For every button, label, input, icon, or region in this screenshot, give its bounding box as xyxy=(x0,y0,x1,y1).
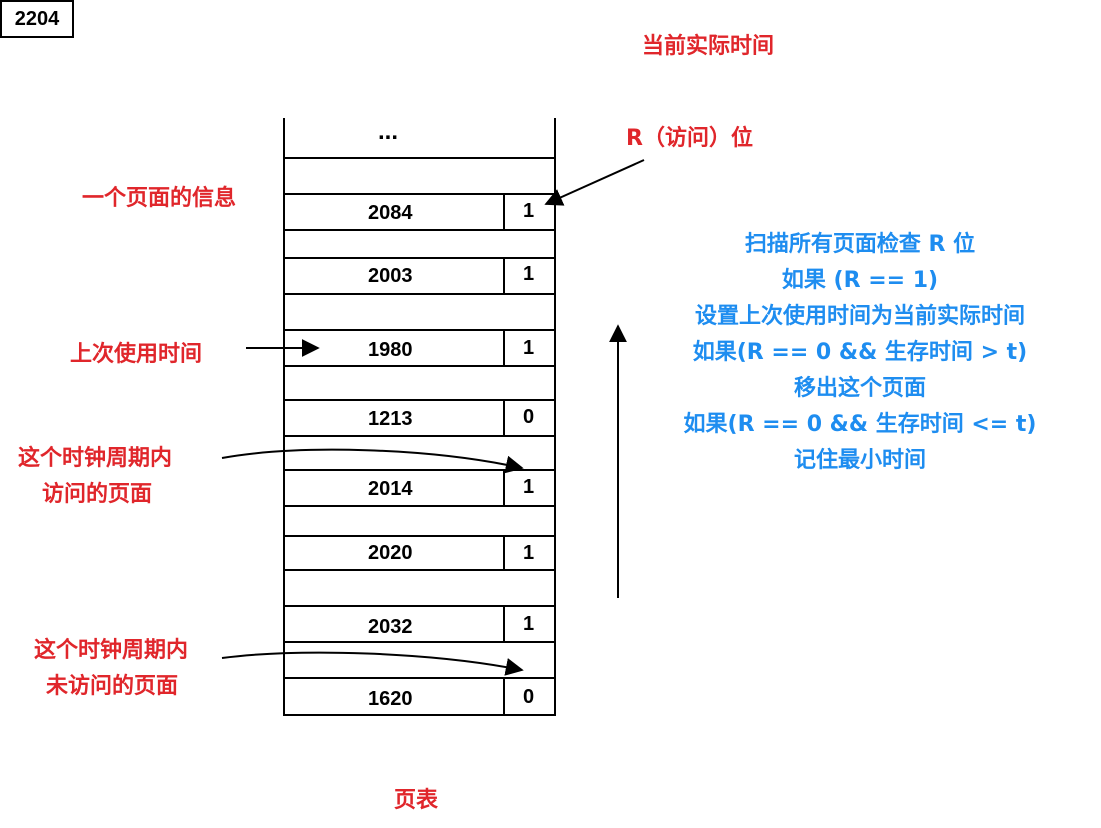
entry-time: 1213 xyxy=(368,408,413,430)
current-time-label: 当前实际时间 xyxy=(642,34,775,59)
table-top-ellipsis: ... xyxy=(378,118,399,145)
algo-line-if-r0-le: 如果(R == 0 && 生存时间 <= t) xyxy=(683,412,1037,437)
entry-time: 1980 xyxy=(368,339,413,361)
r-bit-label: R（访问）位 xyxy=(626,126,753,151)
entry-time: 2020 xyxy=(368,542,413,564)
algo-line-if-r1: 如果 (R == 1) xyxy=(781,268,939,293)
algo-line-evict: 移出这个页面 xyxy=(793,376,926,401)
entry-r-bit: 1 xyxy=(523,200,535,222)
last-use-time-label: 上次使用时间 xyxy=(70,342,203,367)
entry-time: 1620 xyxy=(368,688,413,710)
unvisited-pages-label-line1: 这个时钟周期内 xyxy=(34,638,189,663)
entry-r-bit: 1 xyxy=(523,542,535,564)
entry-r-bit: 1 xyxy=(523,263,535,285)
entry-time: 2032 xyxy=(368,616,413,638)
algo-line-remember-min: 记住最小时间 xyxy=(793,448,926,473)
algo-line-if-r0-gt: 如果(R == 0 && 生存时间 > t) xyxy=(692,340,1028,365)
r-bit-arrow xyxy=(544,159,645,206)
table-row-lines xyxy=(284,157,555,716)
visited-pages-label-line1: 这个时钟周期内 xyxy=(18,446,173,471)
entry-r-bit: 1 xyxy=(523,613,535,635)
algo-line-set-time: 设置上次使用时间为当前实际时间 xyxy=(694,304,1025,329)
current-time-value: 2204 xyxy=(0,0,74,38)
unvisited-page-arrow xyxy=(221,651,524,676)
entry-r-bit: 1 xyxy=(523,476,535,498)
entry-time: 2084 xyxy=(368,202,413,224)
entry-r-bit: 1 xyxy=(523,337,535,359)
page-info-label: 一个页面的信息 xyxy=(82,186,237,211)
entry-r-bit: 0 xyxy=(523,686,535,708)
visited-pages-label-line2: 访问的页面 xyxy=(42,482,153,507)
algo-line-scan: 扫描所有页面检查 R 位 xyxy=(744,232,976,257)
page-table-caption: 页表 xyxy=(394,788,439,813)
entry-r-bit: 0 xyxy=(523,406,535,428)
visited-page-arrow xyxy=(221,448,524,474)
entry-time: 2014 xyxy=(368,478,413,500)
entry-time: 2003 xyxy=(368,265,413,287)
unvisited-pages-label-line2: 未访问的页面 xyxy=(46,674,179,699)
